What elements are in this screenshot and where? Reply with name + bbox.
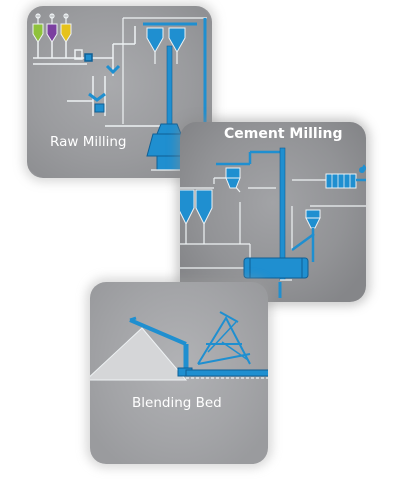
ball-mill [243, 232, 315, 298]
cement-milling-panel[interactable]: Cement Milling [180, 122, 366, 302]
raw-milling-panel[interactable]: Raw Milling [27, 6, 212, 178]
rotary-valve [94, 103, 105, 113]
bridge-reclaimer [197, 311, 251, 365]
chute-splitters [88, 64, 121, 102]
blending-bed-diagram [90, 311, 268, 381]
clinker-silos [180, 187, 214, 226]
stacker [129, 316, 193, 377]
blending-bed-panel[interactable]: Blending Bed [90, 282, 268, 464]
cyclones [143, 22, 197, 64]
purple-hopper [46, 23, 58, 43]
bag-filter [292, 164, 366, 189]
feed-hoppers [32, 13, 72, 43]
cement-milling-diagram [180, 147, 366, 298]
rail-conveyor [90, 369, 268, 381]
cement-milling-label: Cement Milling [224, 126, 343, 142]
green-hopper [32, 23, 44, 43]
raw-milling-diagram [32, 13, 212, 171]
separator [216, 150, 282, 189]
yellow-hopper [60, 23, 72, 43]
raw-milling-label: Raw Milling [50, 134, 127, 150]
vertical-roller-mill [146, 123, 191, 171]
blending-bed-label: Blending Bed [132, 395, 222, 411]
